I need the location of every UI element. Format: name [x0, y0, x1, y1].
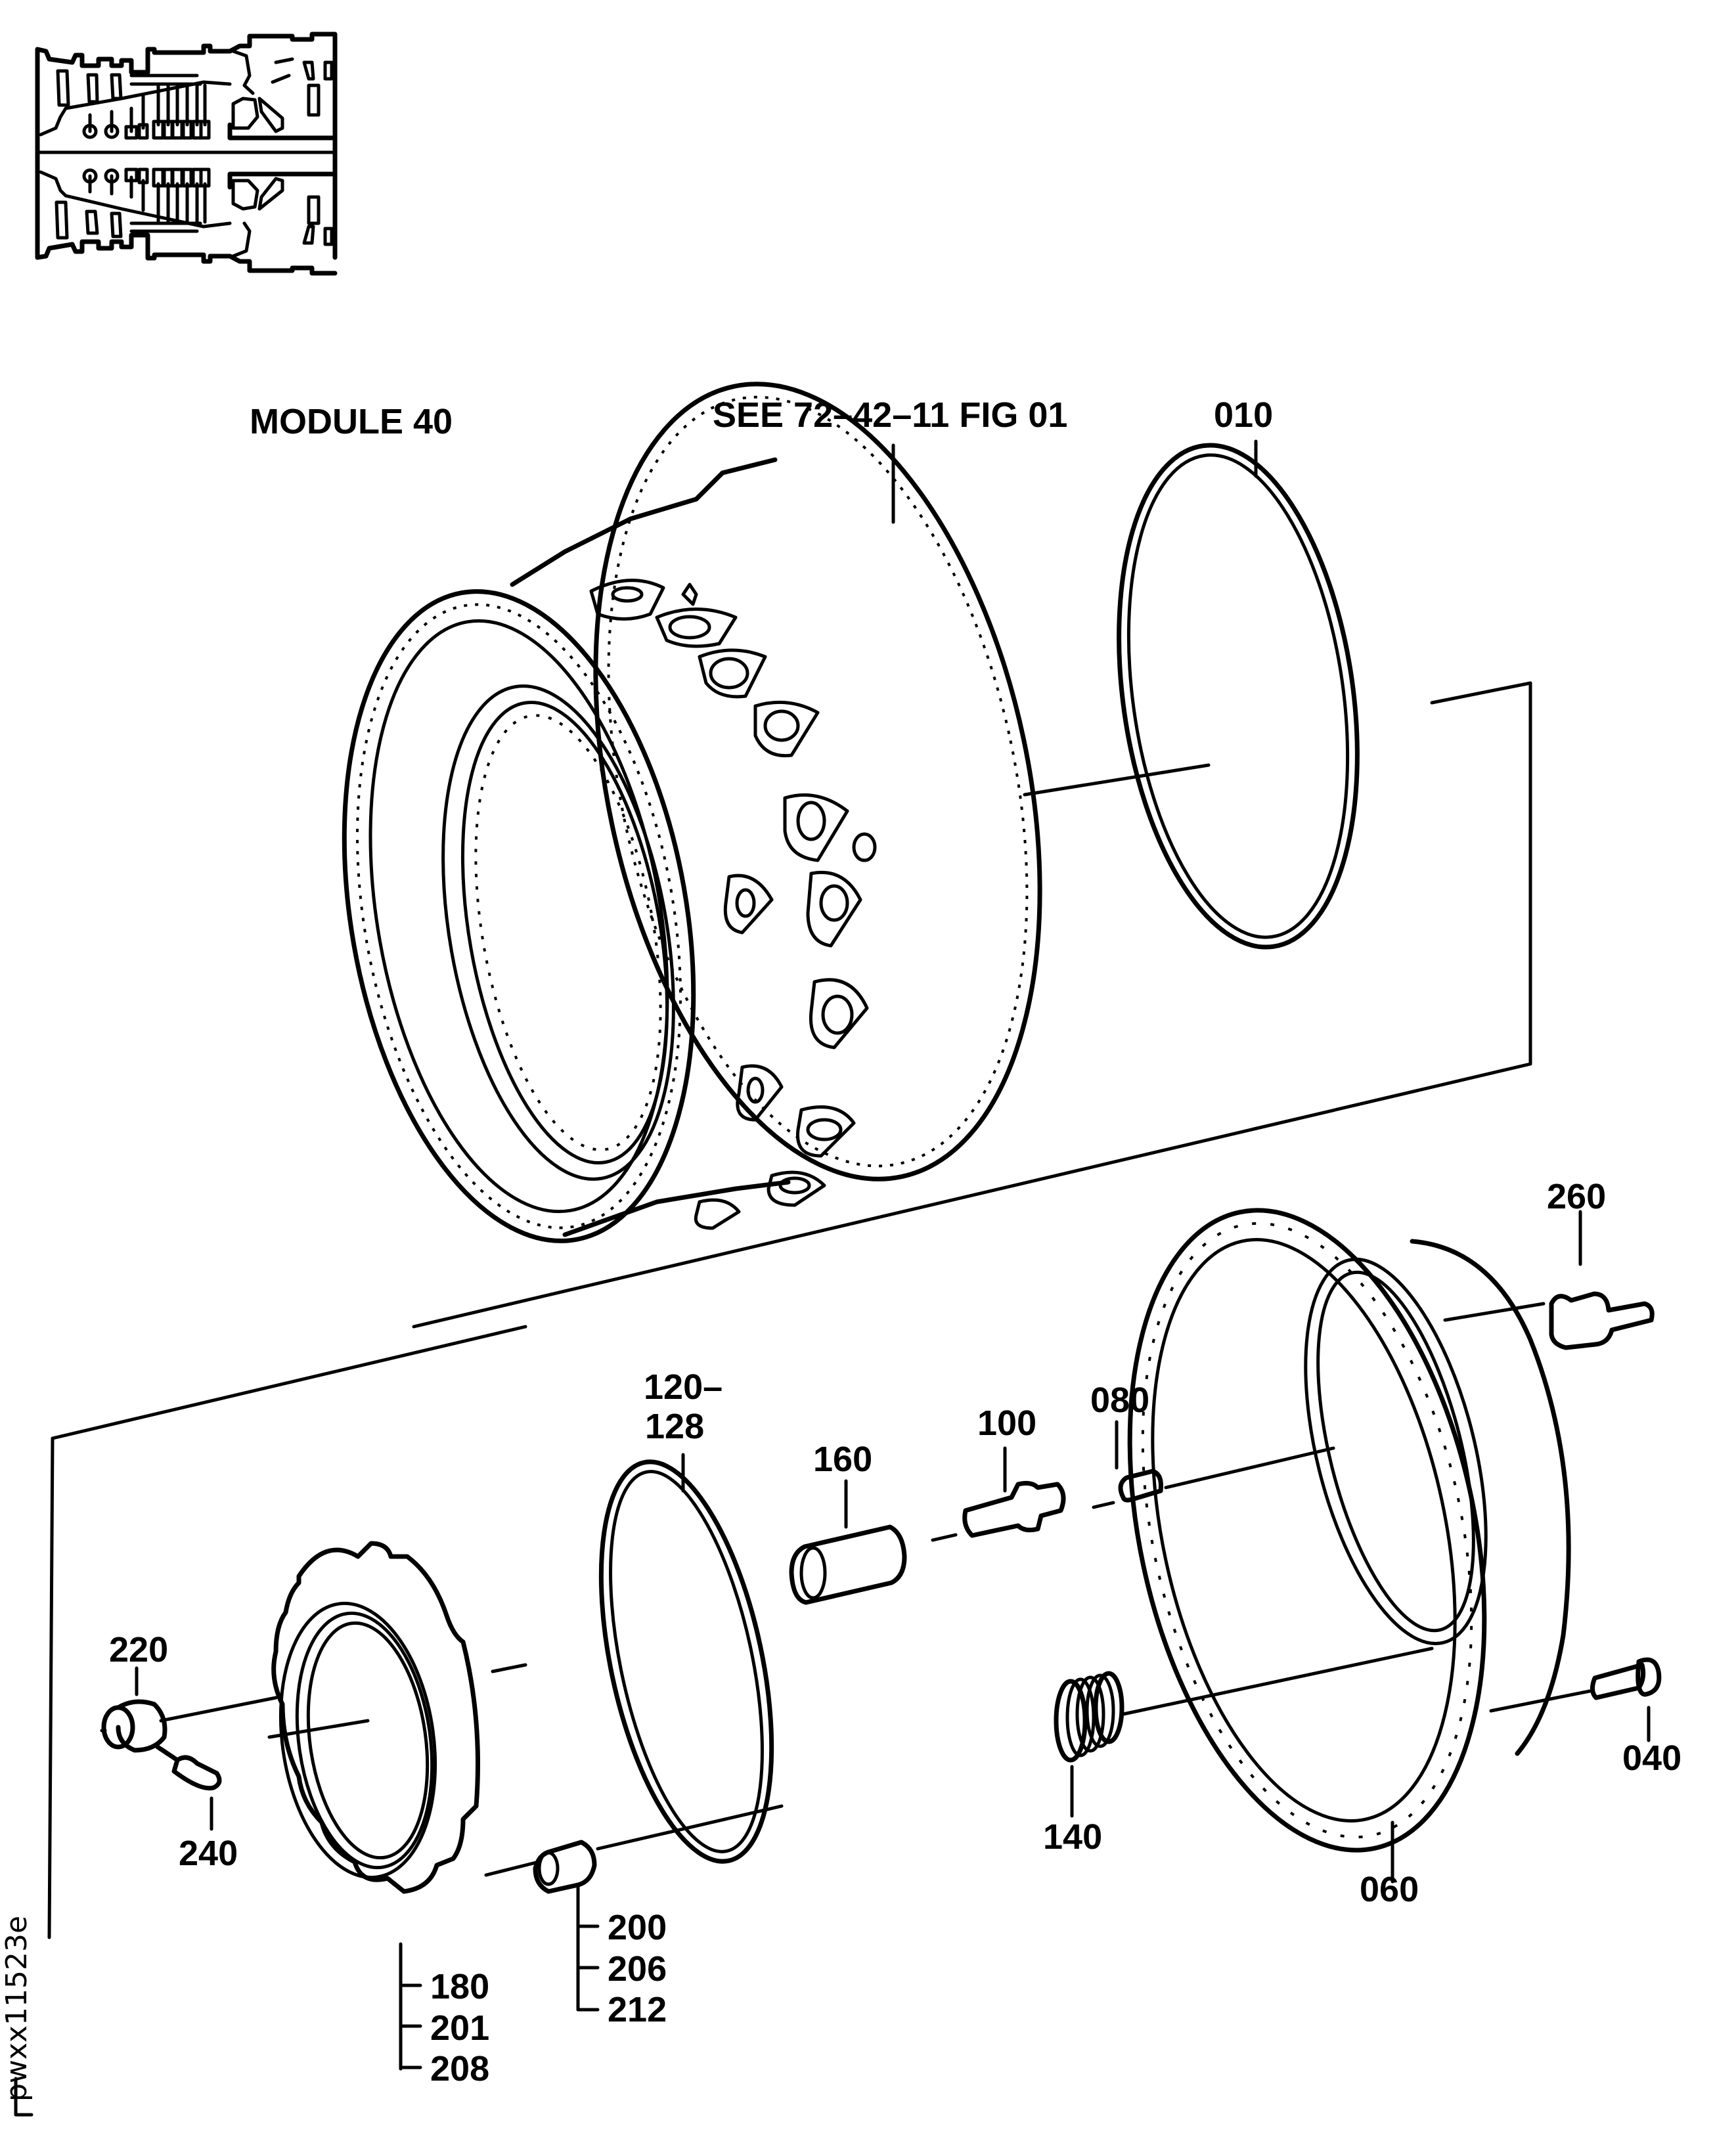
part-140-spring [1054, 1671, 1124, 1763]
part-040-bolt [1590, 1657, 1662, 1700]
callout-080: 080 [1090, 1381, 1149, 1420]
callout-212: 212 [608, 1990, 667, 2029]
callout-260: 260 [1547, 1177, 1606, 1216]
part-220-nut [100, 1699, 167, 1753]
callout-160: 160 [813, 1440, 872, 1479]
callout-201: 201 [430, 2008, 489, 2048]
callout-200: 200 [608, 1908, 667, 1947]
phantom-lines-upper [47, 681, 1532, 1939]
part-010-seal-ring [1117, 443, 1360, 950]
part-080-insert [1118, 1469, 1163, 1503]
callout-240: 240 [179, 1834, 238, 1873]
code-bracket [14, 2077, 33, 2117]
part-160-sleeve [789, 1524, 907, 1605]
part-260-bolt [1549, 1291, 1655, 1350]
part-240-pin [155, 1744, 222, 1791]
callout-208: 208 [430, 2049, 489, 2088]
reference-note: SEE 72–42–11 FIG 01 [713, 395, 1067, 435]
inset-title: MODULE 40 [250, 402, 453, 441]
part-100-fitting [962, 1480, 1066, 1538]
callout-128: 128 [645, 1407, 704, 1446]
callout-120: 120– [644, 1367, 723, 1407]
callout-010: 010 [1214, 395, 1273, 435]
part-060-case [1127, 1208, 1571, 1853]
callout-group-200: 200 206 212 [576, 1883, 667, 2029]
module-40-inset [35, 32, 338, 276]
callout-220: 220 [109, 1630, 168, 1669]
callout-060: 060 [1360, 1870, 1419, 1909]
combustion-case [342, 382, 1042, 1243]
part-200-bushing [533, 1840, 597, 1894]
drawing-code: pwxx11523e [0, 1916, 33, 2102]
part-120-seal-ring [598, 1459, 774, 1864]
part-180-retainer [271, 1541, 480, 1894]
callout-040: 040 [1622, 1738, 1681, 1778]
callout-140: 140 [1043, 1817, 1102, 1857]
callout-group-180: 180 201 208 [399, 1942, 489, 2088]
callout-206: 206 [608, 1949, 667, 1989]
callout-100: 100 [977, 1403, 1036, 1443]
callout-180: 180 [430, 1967, 489, 2006]
